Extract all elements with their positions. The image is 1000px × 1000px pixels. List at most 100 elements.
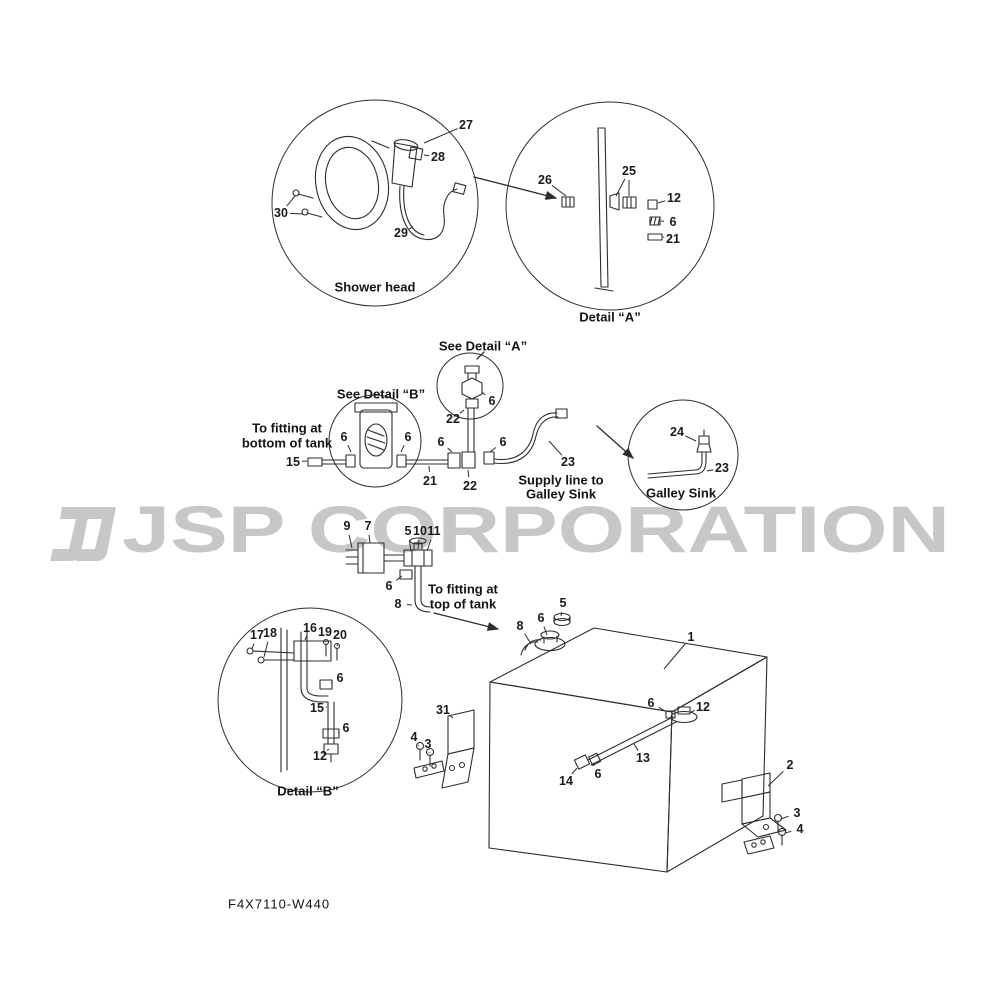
callout-6: 6 bbox=[405, 430, 412, 444]
callout-22: 22 bbox=[446, 412, 460, 426]
leader-line bbox=[368, 534, 371, 544]
pump-detail-circle bbox=[328, 394, 422, 488]
leader-line bbox=[336, 643, 339, 647]
detail-a-art bbox=[561, 127, 663, 292]
callout-4: 4 bbox=[797, 822, 804, 836]
supply-line-label-line1: Supply line to bbox=[518, 473, 603, 488]
callout-30: 30 bbox=[274, 206, 288, 220]
callout-23: 23 bbox=[715, 461, 729, 475]
arrow-to-detail-a bbox=[473, 176, 558, 200]
callout-12: 12 bbox=[696, 700, 710, 714]
leader-line bbox=[784, 830, 792, 834]
leader-line bbox=[449, 715, 454, 719]
callout-8: 8 bbox=[395, 597, 402, 611]
top-pickup-art bbox=[345, 537, 433, 613]
callout-6: 6 bbox=[343, 721, 350, 735]
callout-21: 21 bbox=[666, 232, 680, 246]
leader-line bbox=[524, 633, 532, 645]
callout-29: 29 bbox=[394, 226, 408, 240]
shower-detail-circle bbox=[271, 99, 479, 307]
callout-6: 6 bbox=[648, 696, 655, 710]
leader-line bbox=[426, 539, 432, 552]
leader-line bbox=[251, 643, 255, 650]
callout-6: 6 bbox=[438, 435, 445, 449]
callout-6: 6 bbox=[670, 215, 677, 229]
callout-12: 12 bbox=[667, 191, 681, 205]
leader-line bbox=[289, 212, 304, 215]
tank-art bbox=[488, 612, 768, 873]
leader-line bbox=[304, 636, 307, 641]
leader-line bbox=[417, 744, 420, 747]
detail-b-label: Detail “B” bbox=[277, 784, 338, 799]
callout-6: 6 bbox=[341, 430, 348, 444]
callout-17: 17 bbox=[250, 628, 264, 642]
leader-line bbox=[615, 178, 626, 197]
supply-line-label-line2: Galley Sink bbox=[526, 487, 597, 502]
see-detail-a-label: See Detail “A” bbox=[439, 339, 527, 354]
leader-line bbox=[423, 154, 430, 157]
leader-line bbox=[286, 195, 296, 207]
leader-line bbox=[592, 762, 595, 767]
leader-line bbox=[423, 128, 458, 144]
arrow-to-galley-sink bbox=[596, 425, 634, 459]
callout-25: 25 bbox=[622, 164, 636, 178]
shower-head-art bbox=[292, 135, 467, 241]
leader-line bbox=[551, 185, 567, 197]
detail-a-label: Detail “A” bbox=[579, 310, 640, 325]
to-fitting-bottom-line2: bottom of tank bbox=[242, 436, 333, 451]
leader-line bbox=[395, 575, 403, 581]
leader-line bbox=[690, 710, 695, 713]
leader-line bbox=[400, 444, 405, 453]
leader-line bbox=[408, 226, 414, 230]
callout-8: 8 bbox=[517, 619, 524, 633]
to-fitting-top-line1: To fitting at bbox=[428, 582, 498, 597]
callout-28: 28 bbox=[431, 150, 445, 164]
leader-line bbox=[633, 743, 639, 751]
leader-line bbox=[571, 767, 578, 775]
callout-27: 27 bbox=[459, 118, 473, 132]
leader-line bbox=[684, 435, 697, 442]
callout-22: 22 bbox=[463, 479, 477, 493]
watermark-text: JSP CORPORATION bbox=[122, 492, 950, 566]
hex-fitting-art bbox=[461, 365, 483, 453]
callout-16: 16 bbox=[303, 621, 317, 635]
callout-6: 6 bbox=[489, 394, 496, 408]
callout-6: 6 bbox=[337, 671, 344, 685]
flow-arrows bbox=[433, 176, 634, 631]
callout-2: 2 bbox=[787, 758, 794, 772]
leader-line bbox=[447, 447, 453, 453]
leader-line bbox=[481, 391, 486, 396]
callout-26: 26 bbox=[538, 173, 552, 187]
leader-line bbox=[330, 681, 333, 684]
callout-6: 6 bbox=[386, 579, 393, 593]
leader-lines bbox=[251, 128, 792, 834]
callout-24: 24 bbox=[670, 425, 684, 439]
callout-6: 6 bbox=[500, 435, 507, 449]
leader-line bbox=[548, 440, 563, 456]
leader-line bbox=[347, 444, 352, 453]
mount-bracket-left-art bbox=[413, 709, 475, 789]
supply-assembly-art bbox=[307, 402, 568, 469]
leader-line bbox=[348, 534, 353, 549]
detail-b-art bbox=[246, 627, 341, 773]
shower-head-label: Shower head bbox=[335, 280, 416, 295]
detail-a-circle bbox=[505, 101, 715, 311]
leader-line bbox=[263, 641, 269, 658]
leader-line bbox=[467, 469, 470, 478]
callout-3: 3 bbox=[425, 737, 432, 751]
see-detail-a-leader bbox=[476, 351, 485, 360]
callout-12: 12 bbox=[313, 749, 327, 763]
leader-line bbox=[657, 200, 666, 204]
callout-4: 4 bbox=[411, 730, 418, 744]
callout-19: 19 bbox=[318, 625, 332, 639]
galley-sink-label: Galley Sink bbox=[646, 486, 717, 501]
arrow-to-tank-top bbox=[433, 612, 500, 631]
callout-11: 11 bbox=[427, 524, 440, 538]
callout-23: 23 bbox=[561, 455, 575, 469]
leader-line bbox=[326, 748, 330, 751]
callout-6: 6 bbox=[595, 767, 602, 781]
leader-line bbox=[543, 626, 548, 636]
